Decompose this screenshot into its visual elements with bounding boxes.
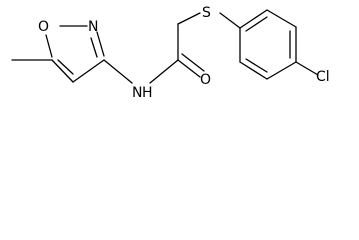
bond-o1-c5	[45, 34, 53, 58]
molecule-structure-diagram: O N N H O S Cl	[11, 5, 330, 101]
bond-c3-c4	[72, 59, 105, 83]
bond-ar5-ar6-inner	[245, 58, 268, 73]
amide-nitrogen-label: N	[132, 85, 142, 101]
bond-ar5-ar6	[239, 61, 268, 80]
bond-c3-amide-n	[103, 59, 133, 84]
bond-amide-n-carbonyl-c	[149, 59, 179, 84]
bond-ar2-ar3	[266, 9, 297, 28]
bond-carbonyl-c-o	[177, 59, 201, 78]
amide-hydrogen-label: H	[142, 85, 153, 101]
chlorine-label: Cl	[316, 69, 330, 85]
isoxazole-oxygen-label: O	[38, 19, 49, 35]
bond-carbonyl-c-o-double	[181, 53, 205, 72]
bond-c4-c5	[51, 59, 74, 83]
bond-ar4-cl	[295, 61, 319, 76]
thioether-sulfur-label: S	[202, 5, 211, 21]
isoxazole-ring	[11, 25, 105, 83]
carbonyl-oxygen-label: O	[200, 72, 211, 88]
bond-ar4-ar5	[266, 61, 297, 80]
bond-ar1-ar2-inner	[245, 16, 268, 32]
bond-n2-c3-inner	[90, 37, 98, 58]
atom-labels: O N N H O S Cl	[38, 5, 330, 101]
bond-s-aryl	[219, 12, 241, 29]
bond-c4-c5-inner	[57, 59, 74, 75]
isoxazole-nitrogen-label: N	[88, 19, 98, 35]
bond-ar1-ar2	[239, 9, 268, 29]
amide-linker	[103, 12, 241, 84]
bond-ch2-s	[177, 12, 201, 25]
chlorophenyl-ring	[239, 9, 319, 80]
bond-n2-c3	[96, 31, 105, 57]
